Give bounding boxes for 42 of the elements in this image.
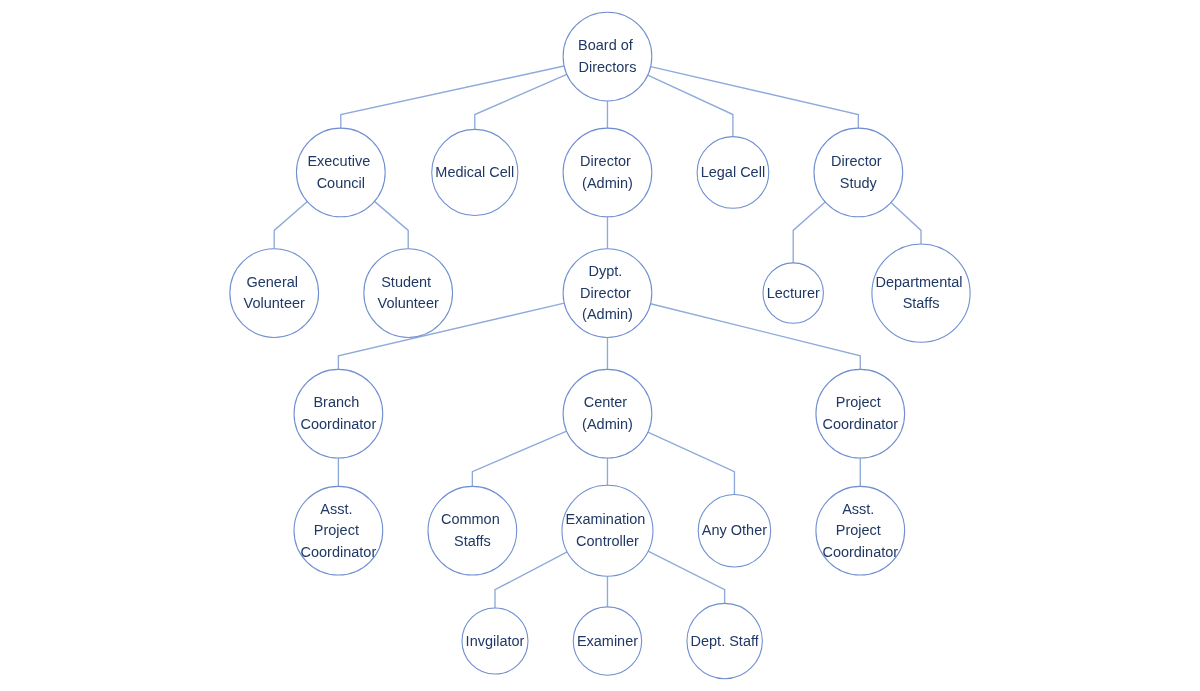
node-circle: Dypt. Director (Admin) — [562, 248, 653, 338]
node-circle: Board of Directors — [562, 11, 653, 102]
connector — [606, 100, 609, 129]
connector — [606, 216, 609, 250]
node-circle: Center (Admin) — [562, 368, 653, 459]
node-circle: Lecturer — [762, 262, 824, 324]
node-circle: Examination Controller — [561, 484, 654, 577]
node-circle: Legal Cell — [696, 136, 770, 209]
connector — [373, 200, 409, 250]
connector — [859, 457, 861, 487]
connector — [650, 65, 860, 129]
node-circle: Any Other — [697, 493, 772, 568]
node-circle: Asst. Project Coordinator — [293, 485, 384, 576]
connector — [647, 550, 726, 604]
node-circle: Examiner — [572, 606, 643, 676]
node-circle: Dept. Staff — [686, 602, 763, 680]
connector — [606, 336, 609, 371]
node-circle: Departmental Staffs — [871, 243, 971, 343]
node-circle: Project Coordinator — [815, 368, 906, 459]
node-circle: Director Study — [813, 127, 904, 218]
node-circle: Invgilator — [461, 607, 529, 675]
connector — [890, 201, 922, 245]
node-circle: Medical Cell — [431, 128, 519, 217]
node-circle: Director (Admin) — [562, 127, 653, 218]
connector — [340, 65, 565, 129]
connector — [647, 431, 736, 496]
connector — [606, 575, 609, 608]
node-circle: Common Staffs — [427, 485, 518, 576]
node-circle: Executive Council — [295, 127, 386, 218]
node-circle: Student Volunteer — [363, 248, 454, 338]
connector — [337, 302, 565, 371]
connector — [474, 73, 568, 131]
node-circle: General Volunteer — [229, 248, 320, 338]
connector — [647, 74, 734, 138]
connector — [606, 457, 609, 486]
connector — [471, 430, 568, 487]
connector — [792, 201, 826, 264]
connector — [337, 457, 340, 487]
connector — [273, 200, 309, 250]
connector — [494, 551, 568, 609]
node-circle: Asst. Project Coordinator — [815, 485, 906, 576]
node-circle: Branch Coordinator — [293, 368, 384, 459]
